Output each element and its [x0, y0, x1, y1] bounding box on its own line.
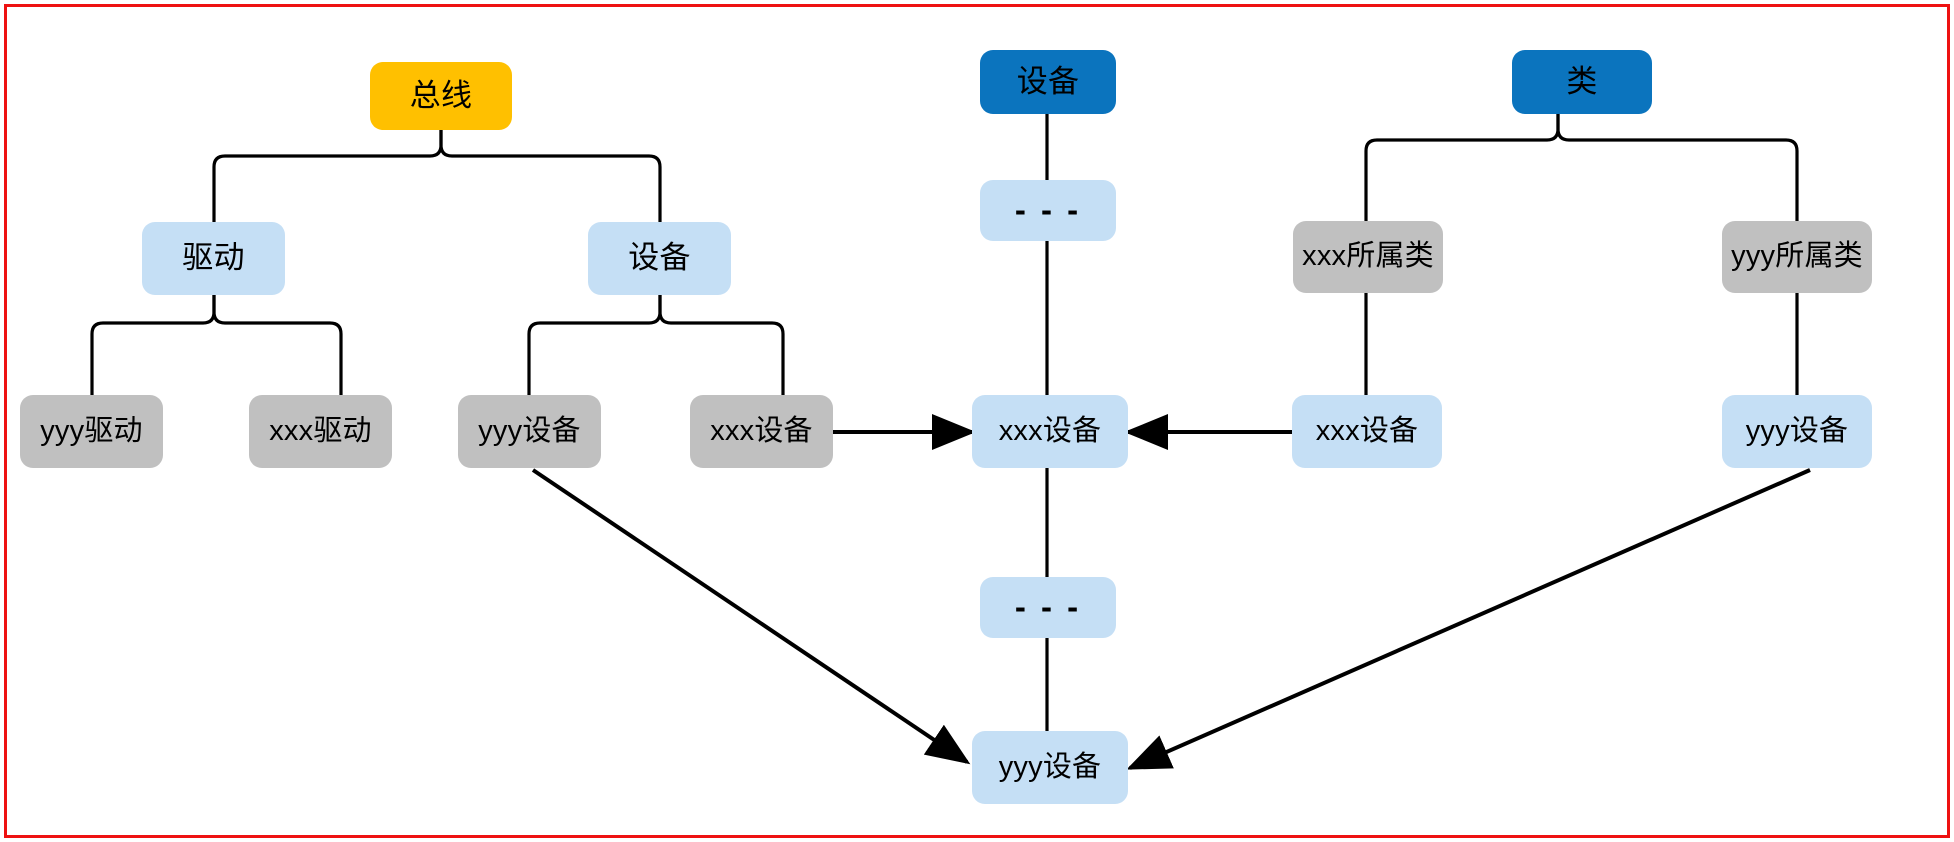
node-bus-root[interactable]: 总线 — [370, 62, 512, 130]
node-bus-yyy-device[interactable]: yyy设备 — [458, 395, 601, 468]
node-label: 类 — [1566, 63, 1598, 99]
node-xxx-driver[interactable]: xxx驱动 — [249, 395, 392, 468]
node-chain-ellipsis-bottom[interactable]: - - - — [980, 577, 1116, 638]
edge-class-to-xxxclass — [1364, 114, 1560, 221]
edge-bus-to-device — [439, 130, 662, 222]
node-yyy-owner-class[interactable]: yyy所属类 — [1722, 221, 1872, 293]
node-label: xxx驱动 — [269, 414, 372, 447]
node-label: yyy所属类 — [1731, 240, 1863, 273]
node-xxx-owner-class[interactable]: xxx所属类 — [1293, 221, 1443, 293]
node-chain-xxx-device[interactable]: xxx设备 — [972, 395, 1128, 468]
node-label: - - - — [1014, 191, 1082, 229]
node-label: xxx设备 — [1315, 414, 1419, 447]
edge-driver-to-yyy — [90, 295, 216, 395]
edge-busdevice-to-yyy — [527, 295, 662, 395]
edge-class-to-yyyclass — [1556, 114, 1799, 221]
node-label: xxx设备 — [710, 414, 813, 447]
node-label: yyy设备 — [998, 750, 1102, 783]
arrow-busyyy-to-chainyyy — [531, 468, 971, 765]
node-bus-xxx-device[interactable]: xxx设备 — [690, 395, 833, 468]
node-label: - - - — [1014, 588, 1082, 626]
node-yyy-driver[interactable]: yyy驱动 — [20, 395, 163, 468]
node-label: yyy设备 — [478, 414, 581, 447]
node-bus-driver[interactable]: 驱动 — [142, 222, 285, 295]
node-class-yyy-device[interactable]: yyy设备 — [1722, 395, 1872, 468]
node-label: 驱动 — [182, 240, 245, 276]
node-device-root[interactable]: 设备 — [980, 50, 1116, 114]
node-label: 总线 — [409, 77, 473, 113]
edge-driver-to-xxx — [212, 295, 343, 395]
node-label: xxx设备 — [998, 414, 1102, 447]
edge-bus-to-driver — [212, 130, 443, 222]
edge-busdevice-to-xxx — [658, 295, 785, 395]
node-label: xxx所属类 — [1302, 240, 1434, 273]
node-chain-ellipsis-top[interactable]: - - - — [980, 180, 1116, 241]
arrow-classyyy-to-chainyyy — [1126, 468, 1811, 770]
node-label: yyy设备 — [1745, 414, 1849, 447]
node-class-root[interactable]: 类 — [1512, 50, 1652, 114]
node-bus-device[interactable]: 设备 — [588, 222, 731, 295]
node-class-xxx-device[interactable]: xxx设备 — [1292, 395, 1442, 468]
node-label: yyy驱动 — [40, 414, 143, 447]
node-chain-yyy-device[interactable]: yyy设备 — [972, 731, 1128, 804]
node-label: 设备 — [1016, 63, 1080, 99]
node-label: 设备 — [628, 240, 691, 276]
